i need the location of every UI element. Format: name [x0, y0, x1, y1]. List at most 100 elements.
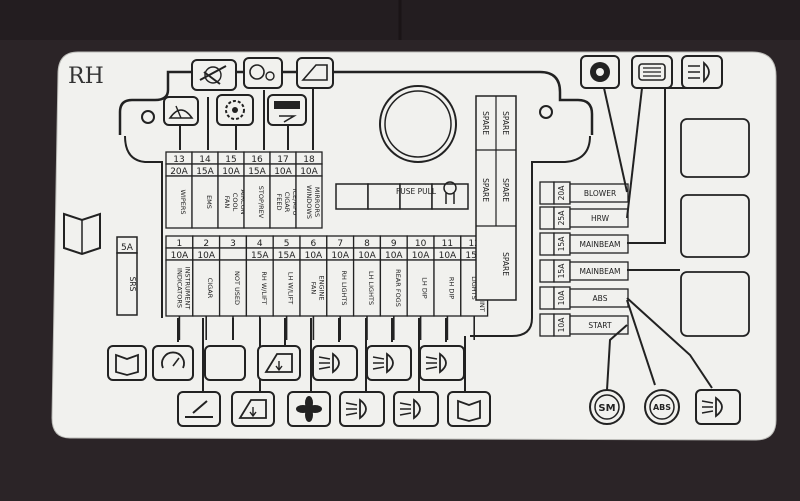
fog-lamp-icon: [366, 345, 412, 381]
card-title: RH: [68, 64, 104, 89]
book-manual-icon: [107, 345, 147, 381]
fuse-label: REAR FOGS: [394, 269, 402, 307]
fuse-amp: 15A: [248, 167, 266, 177]
fuse-label: AIRCON: [239, 189, 247, 214]
window-lift-icon: [257, 345, 301, 381]
relay-label: ABS: [593, 294, 608, 303]
abs-badge: ABS: [644, 389, 680, 425]
fuse-pull-label: FUSE PULL: [396, 187, 437, 196]
fuse-label: NOT USED: [233, 271, 241, 305]
relay-5: 10A ABS: [539, 286, 629, 310]
fuse-label: CIGAR: [206, 278, 214, 299]
fuse-amp: 15A: [278, 251, 296, 261]
relay-2: 25A HRW: [539, 206, 629, 230]
wiper-icon: [163, 96, 199, 126]
sm-badge: SM: [589, 389, 625, 425]
fuse-label: INDICATORS: [175, 268, 183, 308]
fuse-amp: 10A: [305, 251, 323, 261]
relay-socket-3: [680, 271, 750, 337]
relay-label: MAINBEAM: [580, 240, 621, 249]
fuse-label: RH W/LIFT: [260, 271, 268, 304]
headlamp-icon-2: [695, 389, 741, 425]
fuse-amp: 15A: [251, 251, 269, 261]
fuse-num: 16: [251, 155, 263, 165]
abs-badge-text: ABS: [653, 403, 671, 412]
relay-label: BLOWER: [584, 189, 616, 198]
lights-icon: [312, 345, 358, 381]
fuse-label: FAN: [309, 282, 317, 295]
fuse-num: 3: [230, 239, 236, 249]
book-icon: [63, 212, 101, 256]
fuse-num: 9: [391, 239, 397, 249]
spare-label-3: SPARE: [481, 178, 490, 202]
fuse-amp: 10A: [274, 167, 292, 177]
relay-amp: 25A: [557, 210, 566, 226]
cigar-lighter-icon: [177, 391, 221, 427]
fuse-num: 4: [257, 239, 263, 249]
fuse-amp: 10A: [412, 251, 430, 261]
spare-label-1: SPARE: [481, 111, 490, 135]
srs-label: SRS: [128, 277, 137, 292]
fuse-amp: 10A: [358, 251, 376, 261]
fuse-num: 17: [277, 155, 288, 165]
spare-fuses: SPARE SPARE SPARE SPARE SPARE: [475, 95, 517, 301]
mount-hole-right: [539, 105, 553, 119]
relay-amp: 15A: [557, 236, 566, 252]
spare-label-2: SPARE: [501, 111, 510, 135]
fuse-puller-icon: [443, 181, 457, 195]
fuse-label: ENGINE: [317, 276, 325, 301]
relay-amp: 10A: [557, 317, 566, 333]
relay-amp: 15A: [557, 263, 566, 279]
fuse-block-outline: [118, 70, 594, 135]
fan-snowflake-icon: [216, 94, 254, 126]
fuse-num: 18: [303, 155, 315, 165]
fuse-amp: 15A: [465, 251, 483, 261]
cigar-icon: [191, 59, 237, 91]
fuse-num: 7: [337, 239, 343, 249]
fuse-num: 15: [225, 155, 236, 165]
fuse-amp: 10A: [300, 167, 318, 177]
window-mirror-icon: [296, 57, 334, 89]
stop-reverse-icon: [267, 94, 307, 126]
fuse-label: RH DIP: [447, 277, 455, 299]
relay-label: HRW: [591, 214, 610, 223]
relay-amp: 20A: [557, 185, 566, 201]
fuse-amp: 20A: [170, 167, 188, 177]
fuse-num: 6: [311, 239, 317, 249]
fuse-label: ICE/MFU: [291, 189, 299, 216]
book-manual-icon-2: [447, 391, 491, 427]
fuse-label: CIGAR: [283, 192, 291, 213]
headlamp-icon: [681, 55, 723, 89]
lights-icon-2: [339, 391, 385, 427]
fuse-amp: 10A: [331, 251, 349, 261]
fuse-label: RH LIGHTS: [340, 270, 348, 305]
fuse-row-top: 1320AWIPERS1415AEMS1510AAIRCONCOOLFAN161…: [165, 151, 323, 229]
relay-amp: 10A: [557, 290, 566, 306]
fuse-label: WINDOWS: [305, 185, 313, 219]
fuse-label: FEED: [275, 194, 283, 211]
fuse-amp: 10A: [222, 167, 240, 177]
spare-label-4: SPARE: [501, 178, 510, 202]
srs-amp: 5A: [121, 243, 134, 253]
fuse-label: LH W/LIFT: [287, 272, 295, 304]
fuse-label: INSTRUMENT: [183, 267, 191, 310]
dip-beam-icon-2: [393, 391, 439, 427]
engine-fan-icon: [287, 391, 331, 427]
fuse-label: EMS: [205, 195, 213, 209]
fuse-label: LIGHTS: [470, 276, 478, 300]
fuse-amp: 10A: [385, 251, 403, 261]
fuse-num: 10: [415, 239, 427, 249]
relay-1: 20A BLOWER: [539, 181, 629, 205]
